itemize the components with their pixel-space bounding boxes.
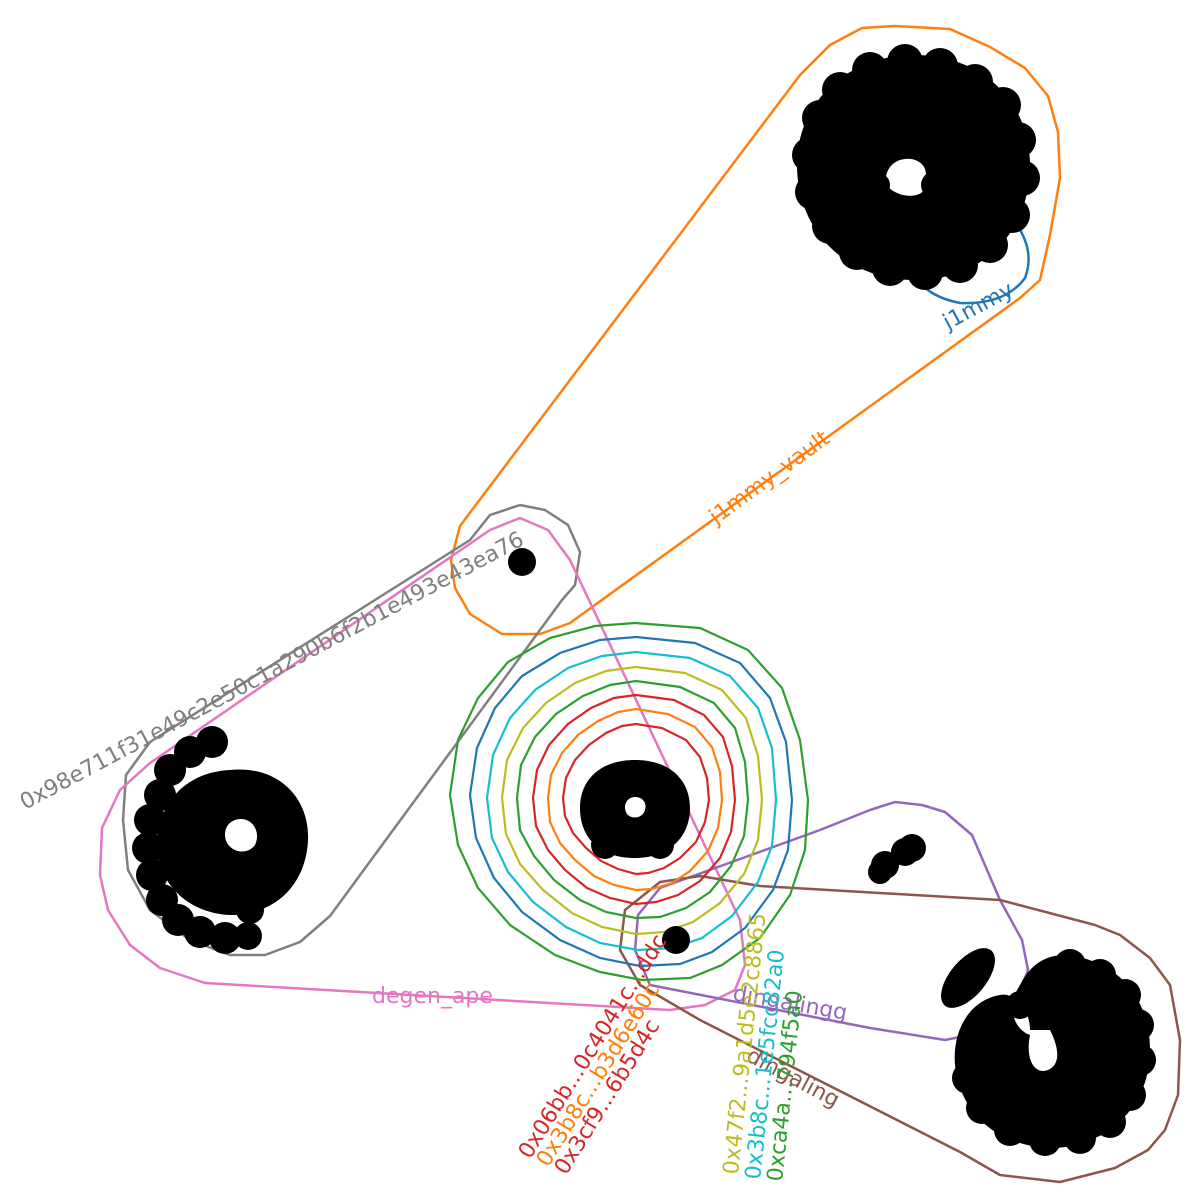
- label-j1mmy-vault: j1mmy_vault: [704, 426, 835, 531]
- ring-red: [531, 693, 737, 906]
- cluster-degen-ape-ring: [156, 769, 309, 915]
- ring-olive: [500, 665, 764, 936]
- node-hub: [662, 926, 690, 954]
- node-clusters: [132, 44, 1156, 1156]
- ring-cyan: [485, 650, 778, 952]
- gray-address-outline: [121, 503, 582, 957]
- label-degen-ape: degen_ape: [372, 984, 493, 1009]
- degen-ape-outline: [98, 516, 747, 1012]
- dingaling-outline: [618, 874, 1182, 1184]
- cluster-j1mmy-vault-ring: [797, 55, 1030, 280]
- node-single-gray: [508, 548, 536, 576]
- ring-blue: [468, 635, 794, 968]
- ring-green-inner: [515, 679, 750, 920]
- ring-green-outer: [448, 621, 810, 982]
- j1mmy-vault-outline: [449, 24, 1062, 636]
- label-gray-address: 0x98e711f31e49c2e50c1a290b6f2b1e493e43ea…: [16, 527, 528, 815]
- label-orange-top: 0x3b8c...b3d6e60c: [532, 978, 665, 1171]
- cluster-dingaling-ring: [954, 955, 1150, 1148]
- ring-orange: [546, 707, 724, 892]
- ring-red-inner: [561, 722, 711, 876]
